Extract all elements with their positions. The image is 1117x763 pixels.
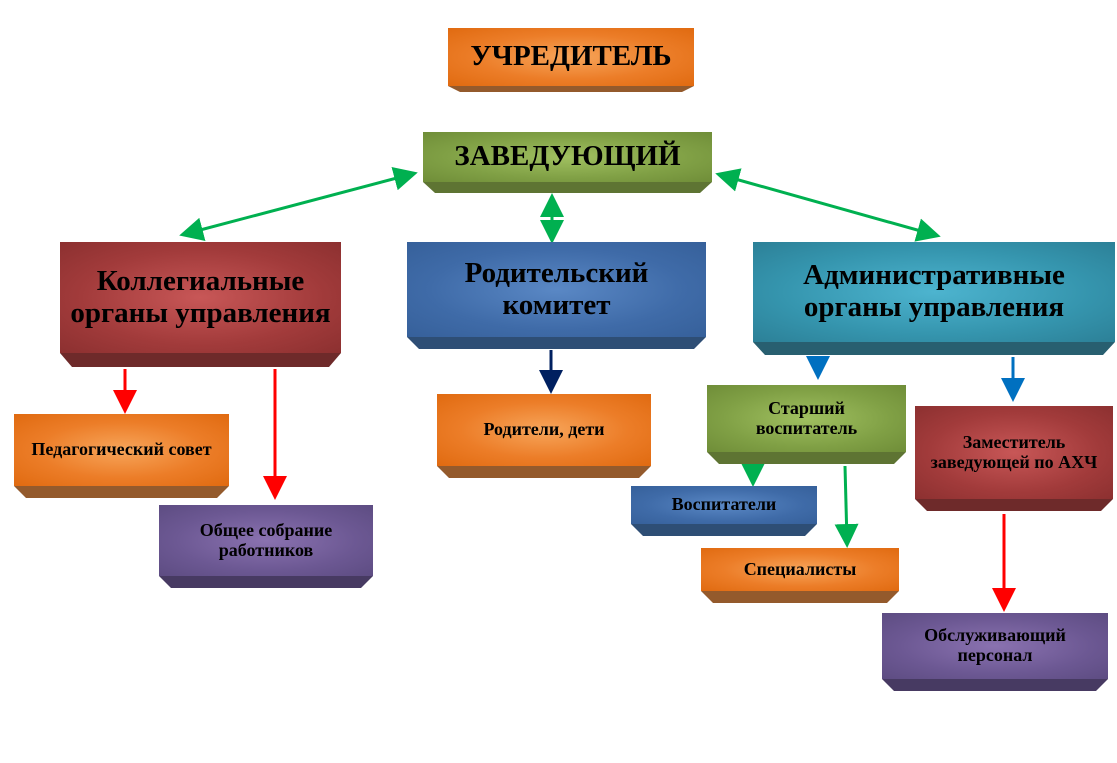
node-label: ЗАВЕДУЮЩИЙ — [423, 132, 712, 182]
node-founder: УЧРЕДИТЕЛЬ — [448, 28, 694, 92]
node-label: Специалисты — [701, 548, 899, 591]
node-label: Общее собрание работников — [159, 505, 373, 576]
node-label: Административные органы управления — [753, 242, 1115, 342]
arrow-senior-specialists — [834, 465, 859, 548]
node-senior-educator: Старший воспитатель — [707, 385, 906, 464]
node-label: Заместитель заведующей по АХЧ — [915, 406, 1113, 499]
node-general-meeting: Общее собрание работников — [159, 505, 373, 588]
node-administrative: Административные органы управления — [753, 242, 1115, 355]
node-educators: Воспитатели — [631, 486, 817, 536]
node-collegial: Коллегиальные органы управления — [60, 242, 341, 367]
node-label: Родители, дети — [437, 394, 651, 466]
arrow-head-admin — [715, 168, 941, 242]
node-pedagogical-council: Педагогический совет — [14, 414, 229, 498]
node-service-staff: Обслуживающий персонал — [882, 613, 1108, 691]
node-label: Старший воспитатель — [707, 385, 906, 452]
node-label: Родительский комитет — [407, 242, 706, 337]
arrow-head-collegial — [179, 166, 418, 242]
node-label: Педагогический совет — [14, 414, 229, 486]
node-parents-children: Родители, дети — [437, 394, 651, 478]
node-deputy: Заместитель заведующей по АХЧ — [915, 406, 1113, 511]
node-label: Коллегиальные органы управления — [60, 242, 341, 353]
node-label: Обслуживающий персонал — [882, 613, 1108, 679]
node-label: Воспитатели — [631, 486, 817, 524]
node-head: ЗАВЕДУЮЩИЙ — [423, 132, 712, 193]
node-parents-committee: Родительский комитет — [407, 242, 706, 349]
node-label: УЧРЕДИТЕЛЬ — [448, 28, 694, 86]
node-specialists: Специалисты — [701, 548, 899, 603]
